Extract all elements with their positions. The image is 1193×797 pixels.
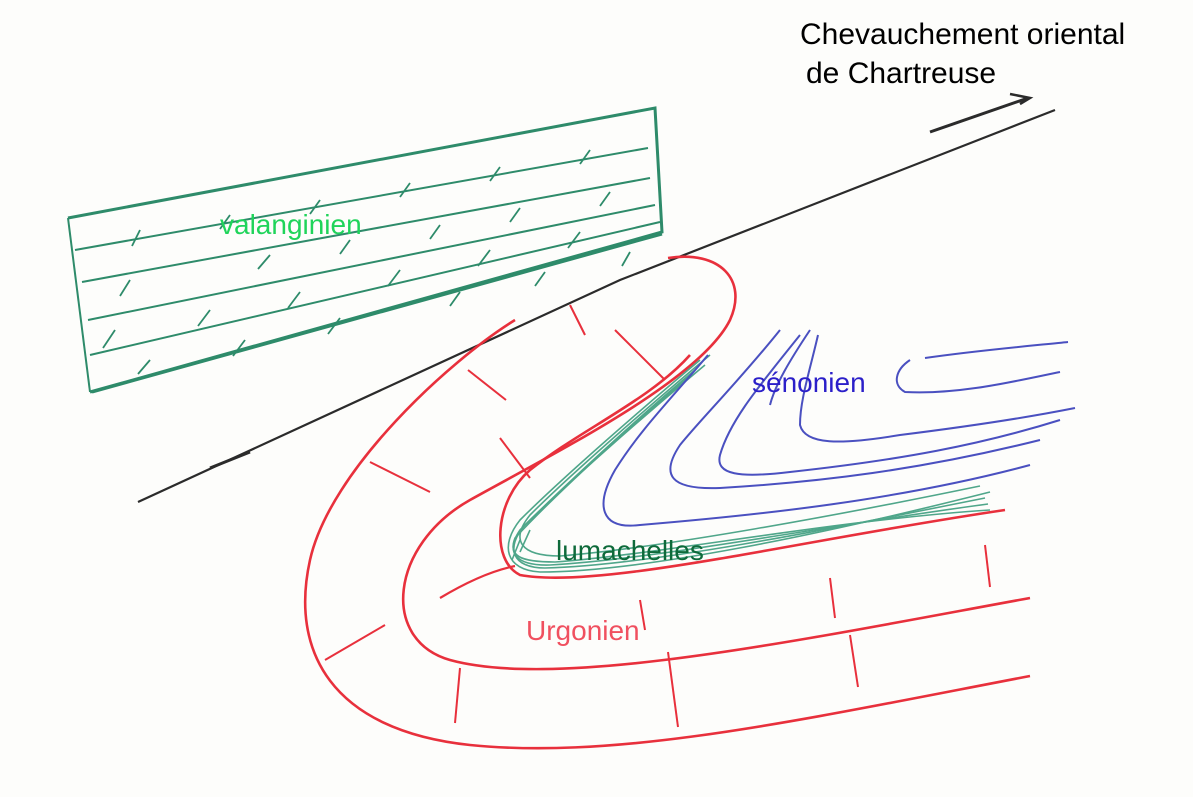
thrust-direction-arrow [929,92,1034,134]
title-line-2: de Chartreuse [806,57,997,90]
valanginien-layer [67,106,664,394]
lumachelles-layer [507,354,991,573]
urgonien-layer [303,255,1031,750]
label-valanginien: valanginien [220,209,362,240]
title-line-1: Chevauchement oriental [800,18,1126,51]
label-urgonien: Urgonien [526,615,640,646]
label-senonien: sénonien [752,367,866,398]
senonien-layer [602,329,1076,527]
thrust-fault [137,108,1056,503]
label-lumachelles: lumachelles [556,535,704,566]
